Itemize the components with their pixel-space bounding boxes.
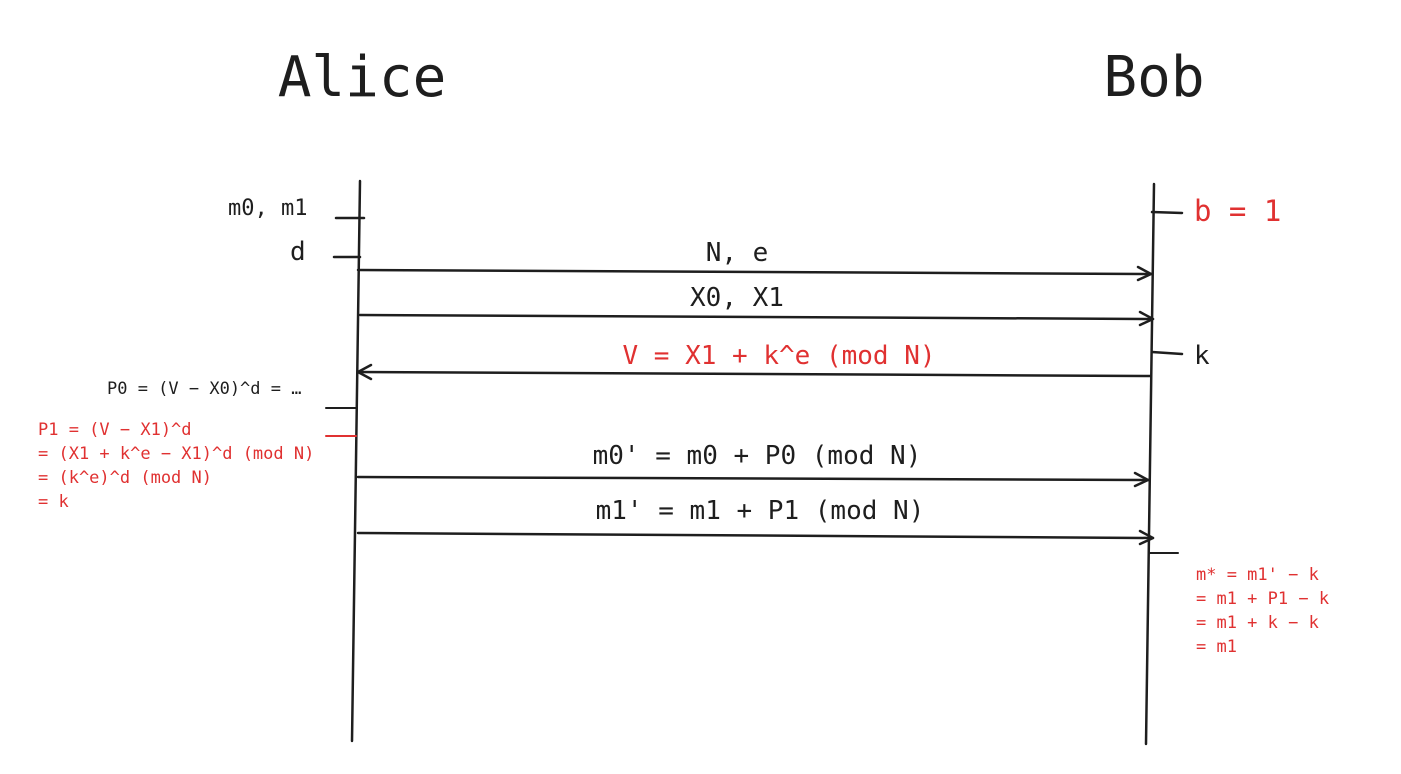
- p1-derivation-line: P1 = (V − X1)^d: [38, 420, 192, 440]
- arrowhead-right-icon: [1136, 265, 1153, 282]
- message-arrow: [358, 313, 1155, 321]
- bob-lifeline: [1144, 182, 1156, 746]
- p1-derivation-line: = k: [38, 492, 69, 512]
- bob-result-derivation: m* = m1' − k = m1 + P1 − k = m1 + k − k …: [1196, 565, 1329, 657]
- bob-header: Bob: [1103, 45, 1204, 110]
- message-arrow: [356, 531, 1155, 540]
- message-masked-m0: m0' = m0 + P0 (mod N): [356, 441, 1150, 488]
- bob-tick-choice: [1150, 210, 1184, 215]
- result-derivation-line: = m1 + P1 − k: [1196, 589, 1329, 609]
- message-arrow: [356, 475, 1150, 482]
- alice-lifeline: [350, 179, 362, 743]
- message-arrow: [356, 370, 1152, 378]
- result-derivation-line: = m1: [1196, 637, 1237, 657]
- result-derivation-line: m* = m1' − k: [1196, 565, 1319, 585]
- bob-tick-random: [1150, 350, 1184, 356]
- message-label: X0, X1: [690, 283, 784, 313]
- message-arrow: [356, 268, 1153, 276]
- alice-header: Alice: [278, 45, 447, 110]
- alice-inputs-label: m0, m1: [228, 196, 307, 221]
- arrowhead-right-icon: [1138, 529, 1155, 546]
- alice-p0-label: P0 = (V − X0)^d = …: [107, 379, 301, 399]
- arrowhead-right-icon: [1138, 310, 1155, 327]
- bob-choice-label: b = 1: [1194, 194, 1281, 228]
- message-masked-m1: m1' = m1 + P1 (mod N): [356, 496, 1155, 546]
- message-blinded-value: V = X1 + k^e (mod N): [356, 341, 1152, 381]
- message-label: V = X1 + k^e (mod N): [622, 341, 935, 371]
- arrowhead-right-icon: [1133, 471, 1150, 488]
- message-label: N, e: [706, 238, 769, 268]
- alice-p1-derivation: P1 = (V − X1)^d = (X1 + k^e − X1)^d (mod…: [38, 420, 314, 512]
- p1-derivation-line: = (X1 + k^e − X1)^d (mod N): [38, 444, 314, 464]
- message-label: m0' = m0 + P0 (mod N): [593, 441, 922, 471]
- p1-derivation-line: = (k^e)^d (mod N): [38, 468, 212, 488]
- arrowhead-left-icon: [356, 363, 373, 381]
- message-random-values: X0, X1: [358, 283, 1155, 327]
- message-label: m1' = m1 + P1 (mod N): [596, 496, 925, 526]
- alice-private-key-label: d: [290, 237, 306, 267]
- bob-random-label: k: [1194, 341, 1210, 371]
- result-derivation-line: = m1 + k − k: [1196, 613, 1319, 633]
- message-public-key: N, e: [356, 238, 1153, 282]
